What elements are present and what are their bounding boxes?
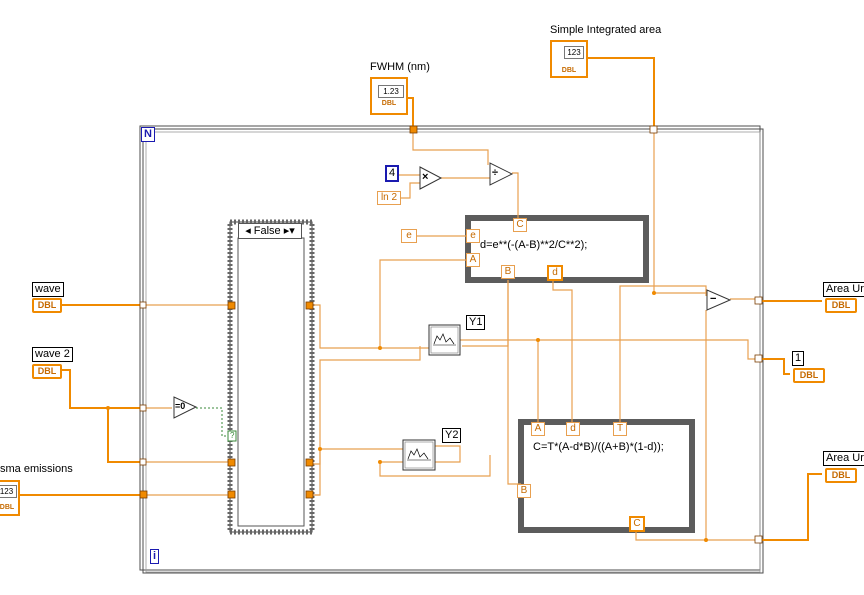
divide-node[interactable] [489,162,514,186]
f2-input-b: B [517,484,531,498]
plasma-value: 123 [0,485,17,498]
fwhm-label: FWHM (nm) [370,61,430,73]
fwhm-control[interactable]: 1.23 DBL [370,77,408,115]
area-top-indicator[interactable]: DBL [825,298,857,313]
formula1-text[interactable]: d=e**(-(A-B)**2/C**2); [480,239,588,251]
f1-input-e: e [466,229,480,243]
area-bottom-indicator[interactable]: DBL [825,468,857,483]
case-tunnels [227,301,314,499]
wires-thin [145,130,762,541]
loop-count-terminal[interactable]: N [141,127,155,142]
f1-input-a: A [466,253,480,267]
subvi-y2-label: Y2 [442,428,462,443]
subtract-symbol: − [710,293,717,305]
plasma-label: sma emissions [0,463,73,475]
simple-area-type: DBL [561,67,577,74]
formula2-text[interactable]: C=T*(A-d*B)/((A+B)*(1-d)); [533,441,664,453]
case-selector[interactable]: ◂ False ▸▾ [238,223,302,239]
fwhm-value: 1.23 [378,85,404,98]
case-selector-terminal [227,430,237,442]
plasma-control[interactable]: 123 DBL [0,480,20,516]
area-bottom-label: Area Ur [823,451,864,466]
loop-tunnels [139,125,763,544]
constant-four[interactable]: 4 [385,165,400,182]
case-next-arrow[interactable]: ▸ [283,225,290,237]
for-loop [139,125,764,574]
wire-junctions [106,291,708,542]
subvi-y1-label: Y1 [466,315,486,330]
case-selector-value: False [253,225,281,237]
wave2-label: wave 2 [32,347,73,362]
one-label: 1 [792,351,805,366]
f2-input-d: d [566,422,580,436]
equal-zero-symbol: =0 [175,401,186,411]
subvi-y2[interactable] [402,439,436,471]
bool-selector-symbol: ? [230,431,235,440]
loop-iteration-terminal: i [150,549,160,564]
f2-output-c: C [629,516,645,532]
constant-e[interactable]: e [401,229,417,243]
f1-input-b: B [501,265,515,279]
multiply-symbol: × [422,171,429,183]
one-indicator[interactable]: DBL [793,368,825,383]
formula-node-2[interactable] [518,419,695,533]
subvi-y1[interactable] [428,324,461,356]
wires-thick [18,57,822,541]
area-top-label: Area Ur [823,282,864,297]
simple-area-control[interactable]: 123 DBL [550,40,588,78]
f2-input-t: T [613,422,627,436]
f1-input-c: C [513,218,527,232]
simple-area-label: Simple Integrated area [550,24,662,36]
wave2-control[interactable]: DBL [32,364,62,379]
divide-symbol: ÷ [492,167,499,179]
fwhm-type: DBL [381,100,397,107]
constant-ln2[interactable]: ln 2 [377,191,401,205]
case-dropdown-arrow[interactable]: ▾ [289,225,295,237]
case-structure[interactable] [227,219,315,535]
wave-label: wave [32,282,64,297]
wave-control[interactable]: DBL [32,298,62,313]
equal-zero-node[interactable] [173,396,198,419]
plasma-type: DBL [0,504,15,511]
f1-output-d: d [547,265,563,281]
f2-input-a: A [531,422,545,436]
case-prev-arrow[interactable]: ◂ [245,225,251,237]
boolean-wire [196,407,230,437]
multiply-node[interactable] [419,166,443,190]
simple-area-value: 123 [564,46,584,59]
subtract-node[interactable] [706,289,732,311]
